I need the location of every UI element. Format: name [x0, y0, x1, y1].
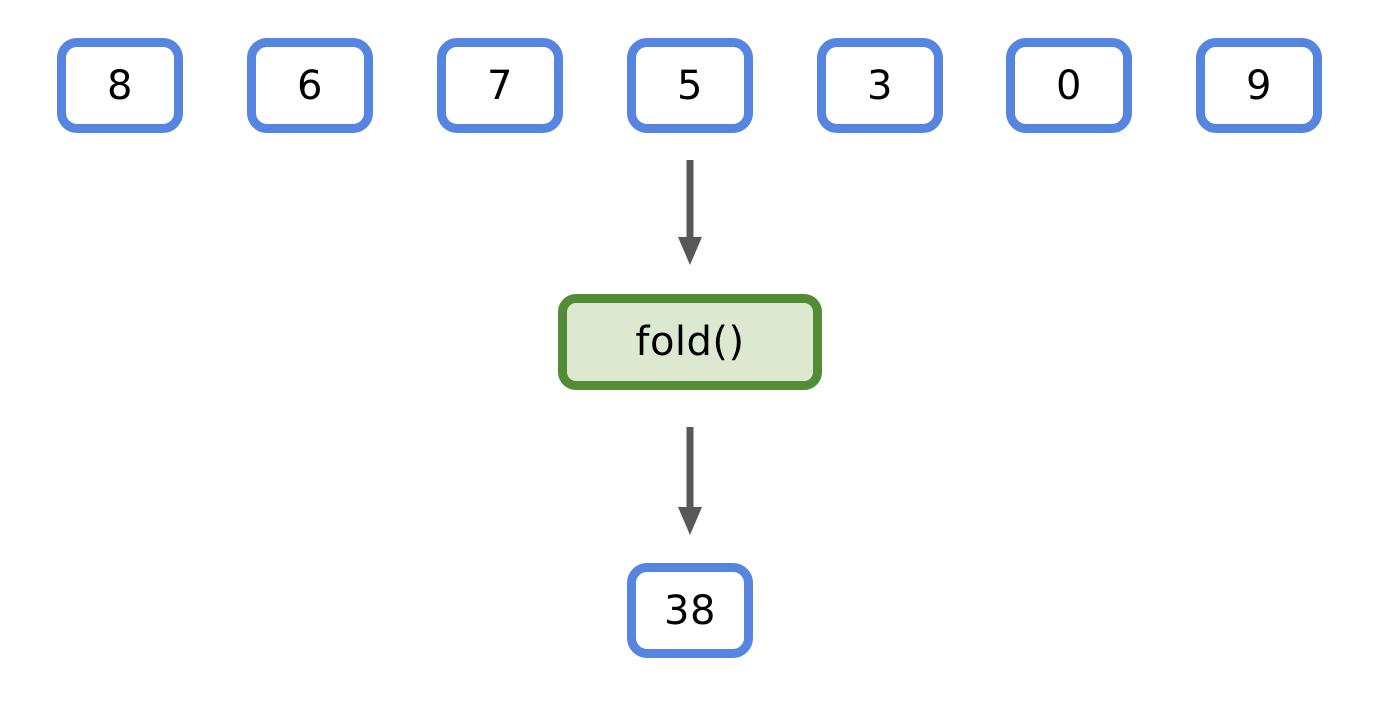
input-box-label: 8	[107, 62, 133, 109]
input-box-3[interactable]: 3	[817, 38, 943, 133]
input-box-label: 5	[677, 62, 703, 109]
result-node[interactable]: 38	[627, 563, 753, 658]
input-box-label: 7	[487, 62, 513, 109]
input-box-7[interactable]: 7	[437, 38, 563, 133]
input-box-9[interactable]: 9	[1196, 38, 1322, 133]
arrow-input-to-fold	[678, 160, 702, 265]
input-box-label: 6	[297, 62, 323, 109]
input-box-0[interactable]: 0	[1006, 38, 1132, 133]
result-node-label: 38	[664, 587, 716, 634]
arrow-head-icon	[678, 507, 702, 535]
input-box-label: 9	[1246, 62, 1272, 109]
input-box-8[interactable]: 8	[57, 38, 183, 133]
input-box-5[interactable]: 5	[627, 38, 753, 133]
fold-node[interactable]: fold()	[558, 294, 822, 390]
input-box-label: 3	[867, 62, 893, 109]
arrow-fold-to-result	[678, 427, 702, 535]
fold-node-label: fold()	[635, 319, 745, 365]
arrow-head-icon	[678, 237, 702, 265]
input-box-label: 0	[1056, 62, 1082, 109]
input-box-6[interactable]: 6	[247, 38, 373, 133]
